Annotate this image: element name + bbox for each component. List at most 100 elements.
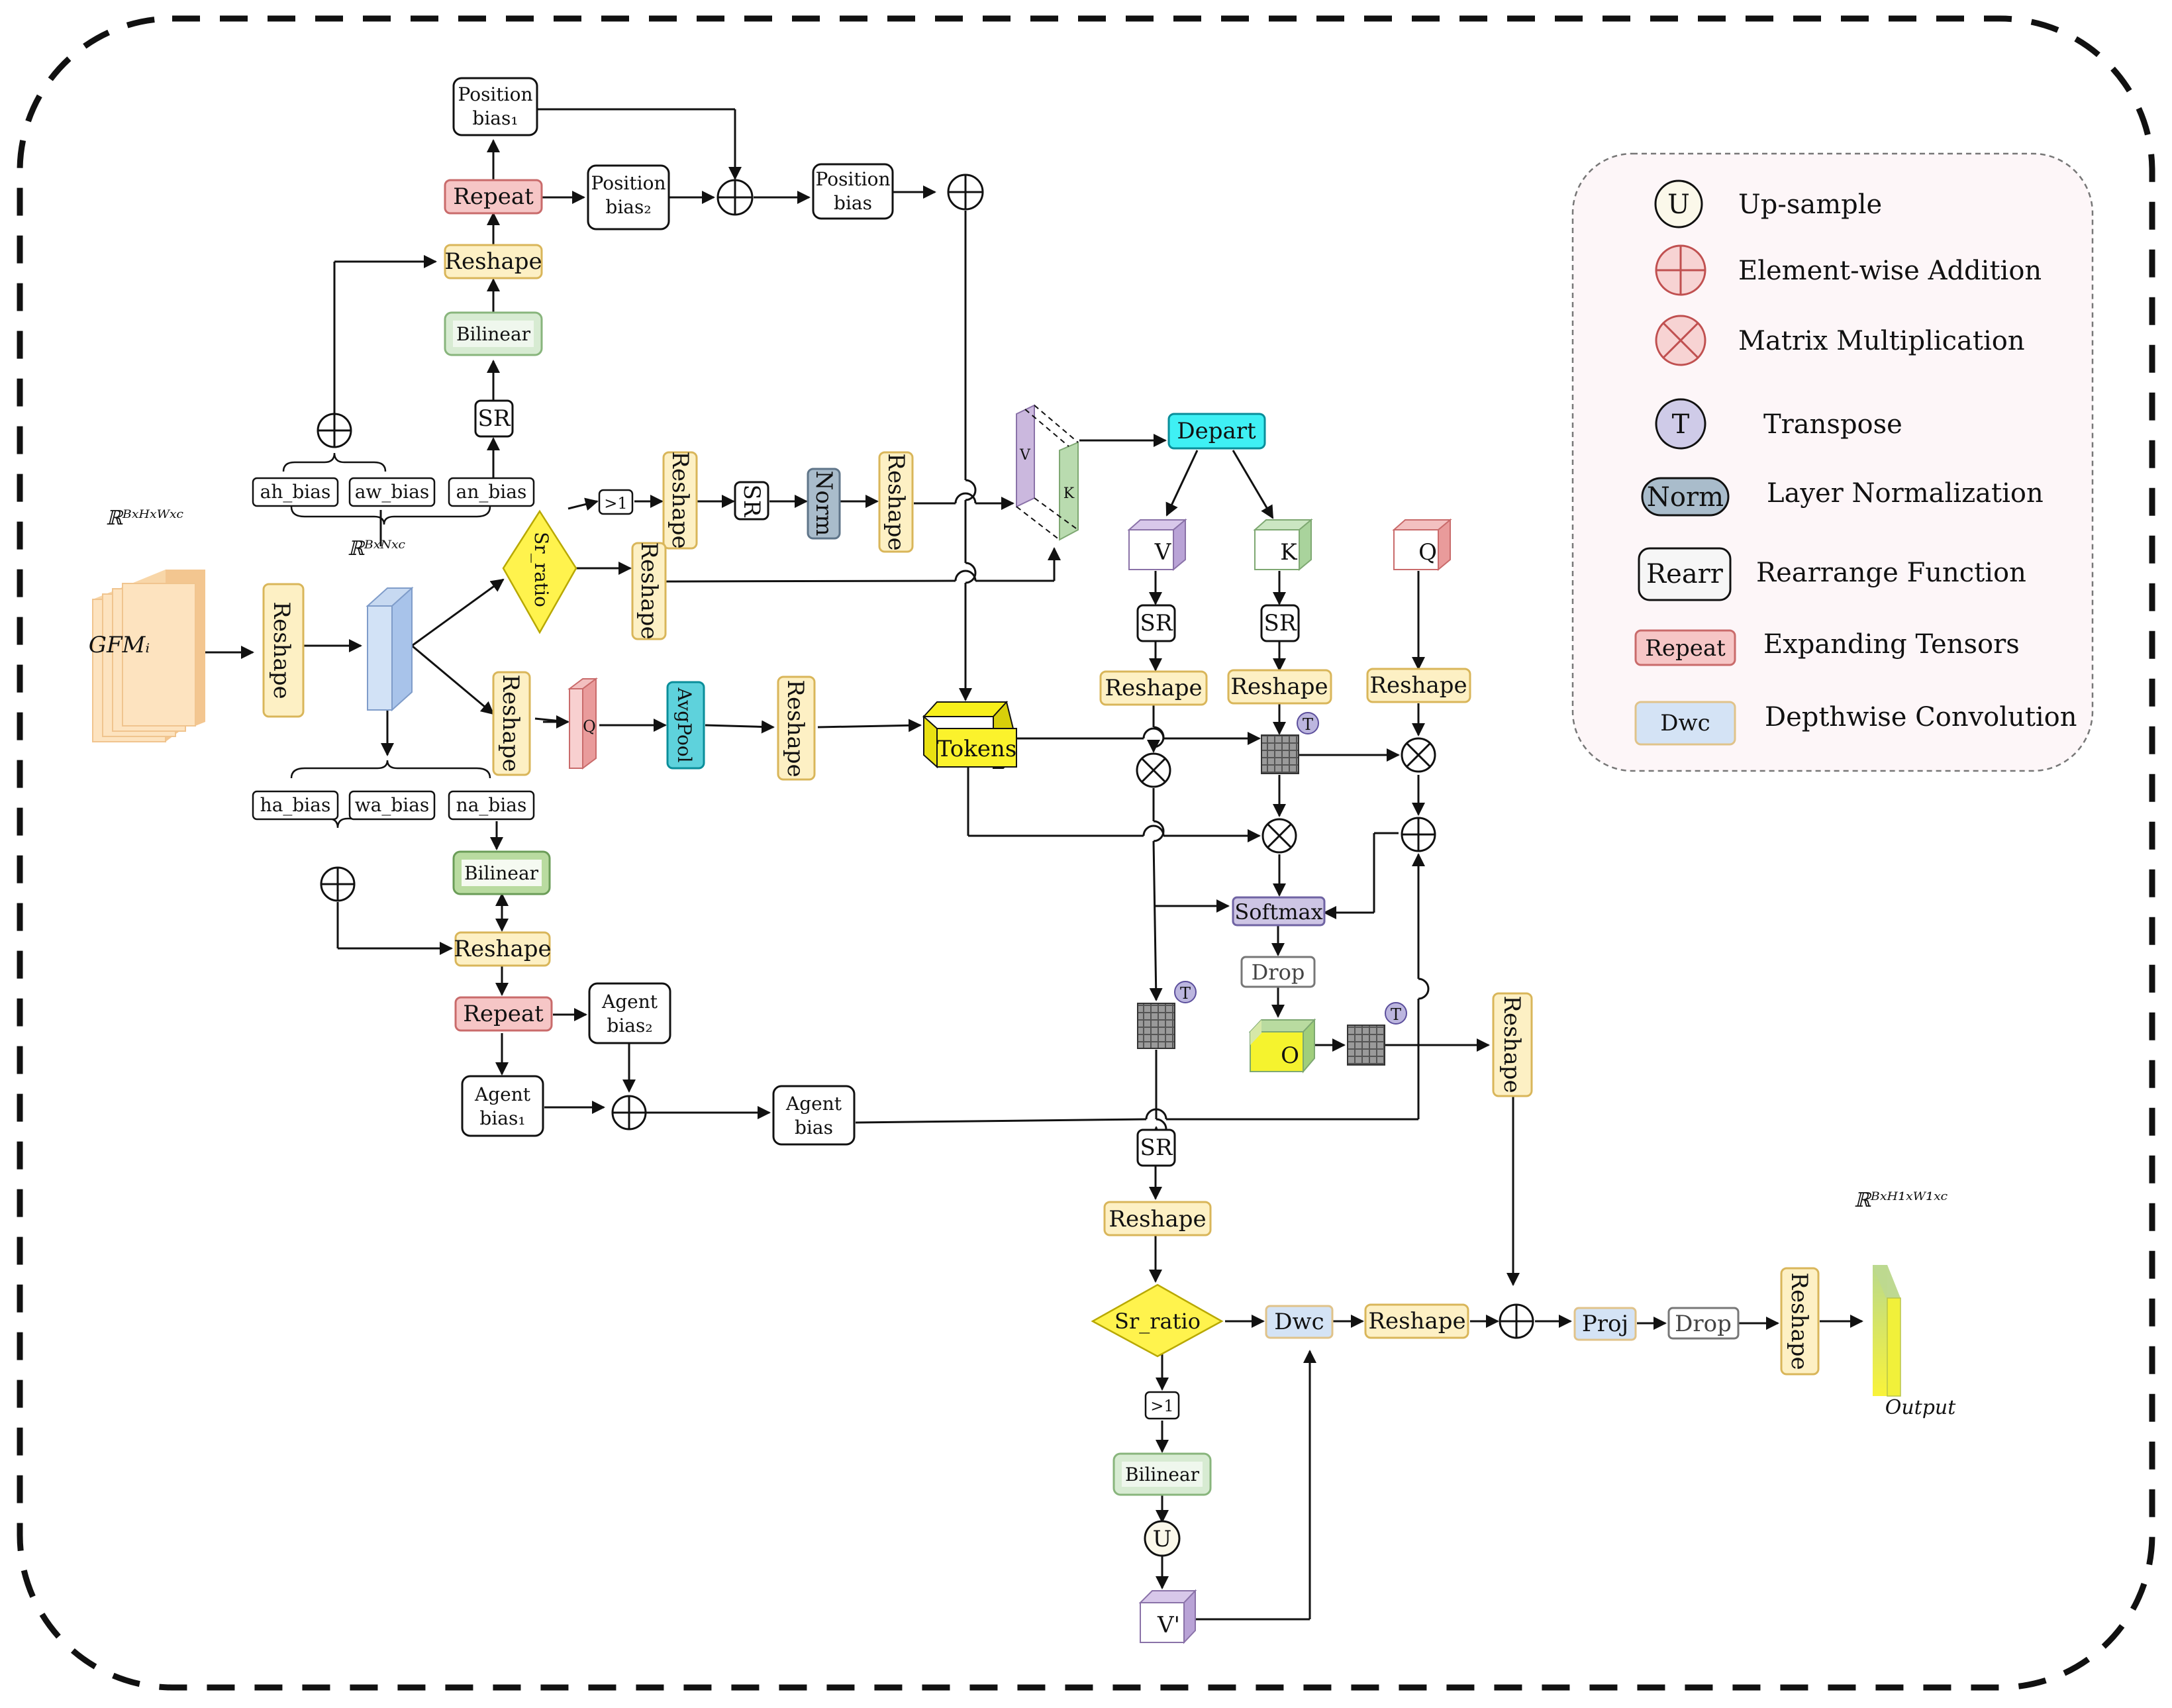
svg-text:Drop: Drop <box>1675 1311 1732 1337</box>
reshape-after-avgpool: Reshape <box>777 676 816 781</box>
svg-text:T: T <box>1672 409 1690 440</box>
svg-text:Agent: Agent <box>601 991 658 1013</box>
na-bias-box: na_bias <box>448 790 535 821</box>
reshape-below-sr-ratio: Reshape <box>631 542 667 640</box>
svg-text:Sr_ratio: Sr_ratio <box>1114 1309 1201 1334</box>
svg-text:Bilinear: Bilinear <box>1125 1464 1200 1485</box>
o-cube: O <box>1248 1018 1316 1074</box>
sr-ratio-diamond-top: Sr_ratio <box>502 509 577 634</box>
repeat-agent: Repeat <box>454 996 553 1032</box>
svg-text:bias₁: bias₁ <box>472 107 518 129</box>
reshape-lower: Reshape <box>1103 1201 1212 1236</box>
input-dim-label: ℝᴮˣᴴˣᵂˣᶜ <box>106 507 183 530</box>
svg-text:ha_bias: ha_bias <box>260 794 331 816</box>
svg-text:Repeat: Repeat <box>1645 635 1726 662</box>
norm-box: Norm <box>807 468 841 540</box>
svg-text:na_bias: na_bias <box>456 794 527 816</box>
transpose-badge-o: T <box>1385 1002 1407 1025</box>
matmul-op-mid <box>1261 818 1297 854</box>
position-bias-1: Position bias₁ <box>452 77 538 136</box>
output-tensor <box>1873 1265 1901 1397</box>
matrix-grid-o <box>1347 1025 1385 1066</box>
output-label: Output <box>1885 1396 1956 1419</box>
drop-box-final: Drop <box>1667 1307 1740 1340</box>
bnc-dim-label: ℝᴮˣᴺˣᶜ <box>348 537 405 560</box>
svg-text:bias₂: bias₂ <box>607 1015 652 1036</box>
svg-text:Reshape: Reshape <box>1499 995 1525 1093</box>
svg-text:ah_bias: ah_bias <box>260 481 331 503</box>
add-op-position-2 <box>947 174 984 211</box>
svg-text:Agent: Agent <box>785 1093 842 1115</box>
svg-text:Reshape: Reshape <box>268 601 295 699</box>
svg-text:SR: SR <box>738 485 765 518</box>
svg-text:Bilinear: Bilinear <box>464 862 539 884</box>
svg-text:Norm: Norm <box>811 471 837 536</box>
svg-text:Reshape: Reshape <box>667 451 693 548</box>
bilinear-agent: Bilinear <box>452 850 551 895</box>
vk-tensor-block: V K <box>1016 404 1079 541</box>
legend-rearr-label: Rearrange Function <box>1756 558 2026 588</box>
transpose-badge-k: T <box>1297 712 1319 734</box>
agent-bias: Agent bias <box>772 1085 856 1146</box>
svg-text:Reshape: Reshape <box>444 248 542 275</box>
v-cube: V <box>1127 518 1187 572</box>
transpose-badge-v: T <box>1174 981 1197 1003</box>
q-tensor-mid: Q <box>568 678 598 770</box>
svg-text:bias: bias <box>834 192 872 214</box>
svg-text:Agent: Agent <box>474 1083 531 1105</box>
add-op-bottom-left <box>320 866 356 902</box>
reshape-after-gt1: Reshape <box>662 451 698 550</box>
an-bias-box: an_bias <box>448 477 535 507</box>
svg-text:Reshape: Reshape <box>1230 674 1328 700</box>
svg-text:T: T <box>1303 715 1313 734</box>
proj-box: Proj <box>1573 1307 1637 1341</box>
reshape-agent: Reshape <box>454 931 552 967</box>
ah-bias-box: ah_bias <box>252 477 339 507</box>
depart-box: Depart <box>1167 413 1266 450</box>
svg-text:V: V <box>1019 447 1031 464</box>
legend-dwc-icon: Dwc <box>1634 701 1736 746</box>
svg-text:O: O <box>1281 1042 1299 1069</box>
reshape-k: Reshape <box>1227 669 1332 705</box>
k-cube: K <box>1253 518 1313 572</box>
upsample-op: U <box>1144 1520 1181 1557</box>
legend-dwc-label: Depthwise Convolution <box>1765 702 2077 732</box>
v-prime-cube: V' <box>1138 1589 1197 1644</box>
add-op-agent <box>611 1095 647 1130</box>
svg-text:Softmax: Softmax <box>1234 899 1322 925</box>
reshape-final: Reshape <box>1780 1267 1820 1376</box>
svg-text:SR: SR <box>1140 1134 1173 1161</box>
output-dim-label: ℝᴮˣᴴ¹ˣᵂ¹ˣᶜ <box>1854 1189 1948 1212</box>
reshape-right-vertical: Reshape <box>1492 992 1533 1097</box>
legend-repeat-label: Expanding Tensors <box>1763 629 2020 660</box>
svg-text:Position: Position <box>458 83 533 105</box>
svg-text:Position: Position <box>591 172 666 194</box>
gt1-box-top: >1 <box>598 489 634 515</box>
sr-box-v: SR <box>1136 604 1176 642</box>
tensor-prism <box>366 586 414 712</box>
legend-addition-icon <box>1655 244 1706 296</box>
svg-text:Reshape: Reshape <box>1369 672 1467 699</box>
sr-ratio-diamond-lower: Sr_ratio <box>1091 1283 1224 1358</box>
svg-text:Proj: Proj <box>1582 1311 1628 1337</box>
svg-text:Repeat: Repeat <box>463 1001 544 1027</box>
tokens-box: Tokens <box>922 700 1017 769</box>
svg-text:Reshape: Reshape <box>883 453 909 550</box>
svg-text:Repeat: Repeat <box>453 183 534 210</box>
add-op-top-left <box>317 413 352 448</box>
reshape-v: Reshape <box>1099 670 1208 706</box>
sr-box-upper-chain: SR <box>734 481 769 521</box>
legend-matmul-icon <box>1655 315 1706 366</box>
add-op-position <box>716 179 754 216</box>
outer-border <box>17 15 2155 1691</box>
svg-text:Dwc: Dwc <box>1274 1309 1324 1335</box>
drop-box-mid: Drop <box>1240 956 1316 988</box>
reshape-input: Reshape <box>262 583 305 718</box>
svg-text:Reshape: Reshape <box>454 936 551 962</box>
svg-text:K: K <box>1280 539 1297 566</box>
reshape-after-norm: Reshape <box>878 451 914 553</box>
svg-text:V': V' <box>1157 1612 1180 1638</box>
matmul-op-v <box>1136 752 1171 788</box>
input-feature-stack <box>92 570 205 742</box>
